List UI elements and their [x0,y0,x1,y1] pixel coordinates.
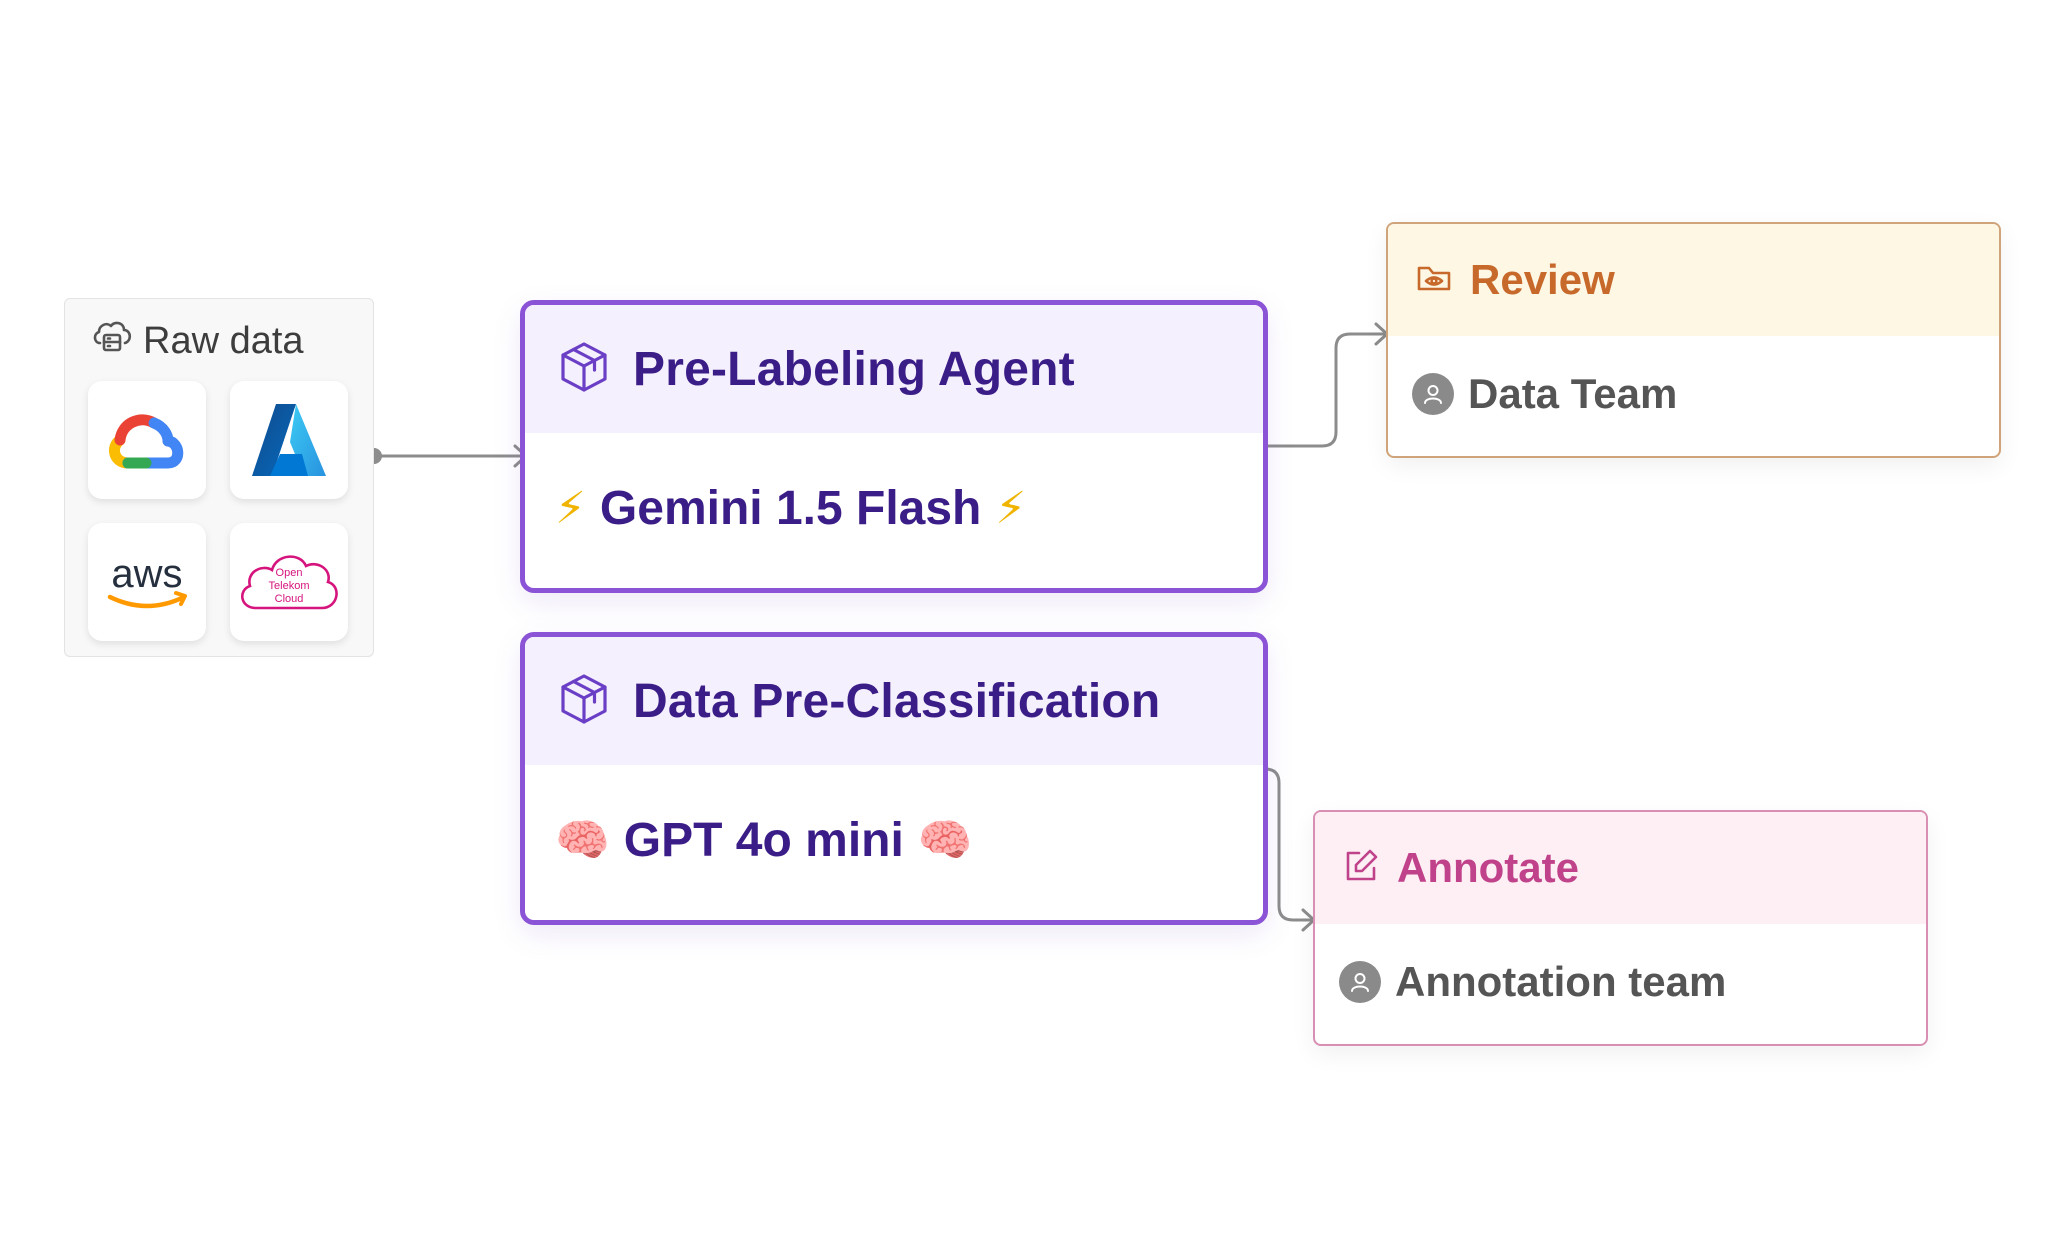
review-team: Data Team [1468,370,1678,417]
brain-icon: 🧠 [555,815,610,866]
lightning-icon: ⚡ [995,482,1027,534]
raw-data-header: Raw data [91,319,304,362]
agent-title: Pre-Labeling Agent [633,342,1075,396]
edit-icon [1343,848,1379,889]
review-node[interactable]: Review Data Team [1386,222,2001,458]
folder-eye-icon [1416,262,1452,299]
svg-text:Telekom: Telekom [269,580,310,592]
annotate-team: Annotation team [1395,958,1727,1005]
azure-logo[interactable] [230,381,348,499]
agent-header: Pre-Labeling Agent [525,305,1263,433]
agent-title: Data Pre-Classification [633,674,1161,728]
open-telekom-cloud-icon: Open Telekom Cloud [241,555,338,610]
annotate-node[interactable]: Annotate Annotation team [1313,810,1928,1046]
cloud-storage-icon [91,317,133,365]
cube-icon [557,672,611,731]
annotate-title: Annotate [1397,844,1579,891]
agent-model-row: 🧠 GPT 4o mini 🧠 [525,765,1263,915]
team-avatar-icon [1339,961,1381,1003]
review-assignee-row: Data Team [1388,336,1999,452]
svg-text:Cloud: Cloud [275,593,304,605]
raw-data-panel: Raw data aws [64,298,374,657]
agent-model: Gemini 1.5 Flash [599,481,982,535]
cube-icon [557,340,611,399]
aws-logo[interactable]: aws [88,523,206,641]
data-pre-classification-node[interactable]: Data Pre-Classification 🧠 GPT 4o mini 🧠 [520,632,1268,925]
team-avatar-icon [1412,373,1454,415]
open-telekom-cloud-logo[interactable]: Open Telekom Cloud [230,523,348,641]
annotate-header: Annotate [1315,812,1926,924]
aws-icon: aws [107,552,187,609]
review-title: Review [1470,256,1615,303]
svg-text:Open: Open [276,567,303,579]
brain-icon: 🧠 [917,815,973,866]
agent-model-row: ⚡ Gemini 1.5 Flash ⚡ [525,433,1263,583]
google-cloud-icon [109,414,184,469]
google-cloud-logo[interactable] [88,381,206,499]
lightning-icon: ⚡ [555,482,586,534]
agent-header: Data Pre-Classification [525,637,1263,765]
agent-model: GPT 4o mini [623,813,904,867]
annotate-assignee-row: Annotation team [1315,924,1926,1040]
connector-agent2-to-annotate [1252,767,1313,922]
pre-labeling-agent-node[interactable]: Pre-Labeling Agent ⚡ Gemini 1.5 Flash ⚡ [520,300,1268,593]
azure-icon [252,404,326,476]
aws-wordmark: aws [111,552,182,596]
review-header: Review [1388,224,1999,336]
raw-data-title: Raw data [143,319,304,362]
connector-agent1-to-review [1252,332,1386,448]
